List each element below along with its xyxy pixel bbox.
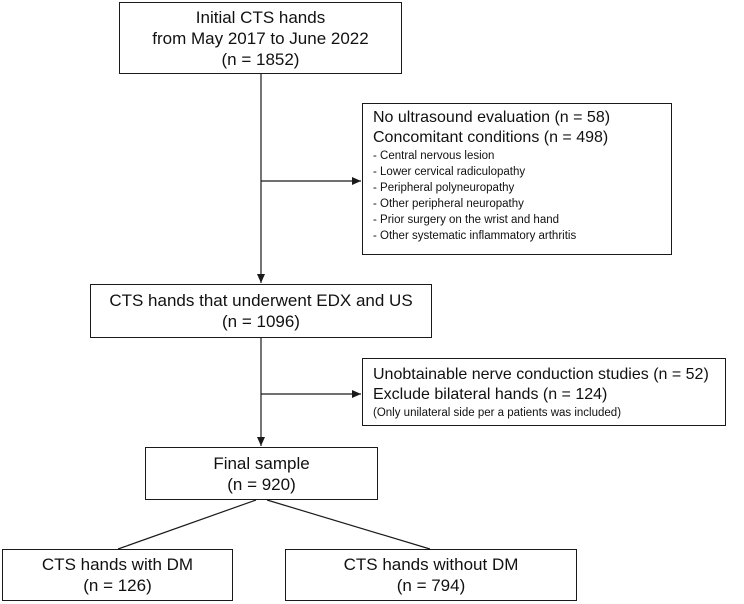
initial-line-2: from May 2017 to June 2022 (152, 28, 369, 48)
with-dm-line-1: CTS hands with DM (41, 555, 194, 574)
without-dm-line-1: CTS hands without DM (343, 555, 519, 574)
with-dm-line-2: (n = 126) (83, 576, 152, 595)
with-dm-box: CTS hands with DM (n = 126) (2, 549, 233, 601)
underwent-line-1: CTS hands that underwent EDX and US (109, 291, 413, 310)
initial-box: Initial CTS hands from May 2017 to June … (119, 2, 402, 74)
line-final-to-without-dm (266, 499, 431, 550)
without-dm-box: CTS hands without DM (n = 794) (285, 549, 577, 601)
exclusion2-line-2: Exclude bilateral hands (n = 124) (373, 386, 608, 403)
initial-line-1: Initial CTS hands (195, 7, 326, 27)
exclusion2-line-1: Unobtainable nerve conduction studies (n… (373, 366, 709, 383)
final-line-1: Final sample (213, 453, 310, 473)
exclusion1-item: - Peripheral polyneuropathy (373, 182, 515, 194)
exclusion1-line-1: No ultrasound evaluation (n = 58) (373, 109, 611, 126)
without-dm-line-2: (n = 794) (396, 576, 466, 595)
exclusion1-item: - Lower cervical radiculopathy (373, 166, 526, 178)
exclusion2-note: (Only unilateral side per a patients was… (373, 407, 622, 419)
final-box: Final sample (n = 920) (145, 447, 378, 500)
initial-line-3: (n = 1852) (221, 49, 300, 69)
exclusion1-item: - Other systematic inflammatory arthriti… (373, 230, 577, 242)
underwent-box: CTS hands that underwent EDX and US (n =… (90, 284, 432, 338)
exclusion1-item: - Prior surgery on the wrist and hand (373, 214, 560, 226)
exclusion1-line-2: Concomitant conditions (n = 498) (373, 129, 609, 146)
exclusion2-box: Unobtainable nerve conduction studies (n… (362, 358, 726, 426)
exclusion1-item: - Central nervous lesion (373, 150, 495, 162)
exclusion1-item: - Other peripheral neuropathy (373, 198, 524, 210)
line-final-to-with-dm (117, 499, 257, 550)
underwent-line-2: (n = 1096) (222, 312, 300, 331)
final-line-2: (n = 920) (227, 474, 296, 494)
exclusion1-box: No ultrasound evaluation (n = 58) Concom… (362, 103, 672, 255)
